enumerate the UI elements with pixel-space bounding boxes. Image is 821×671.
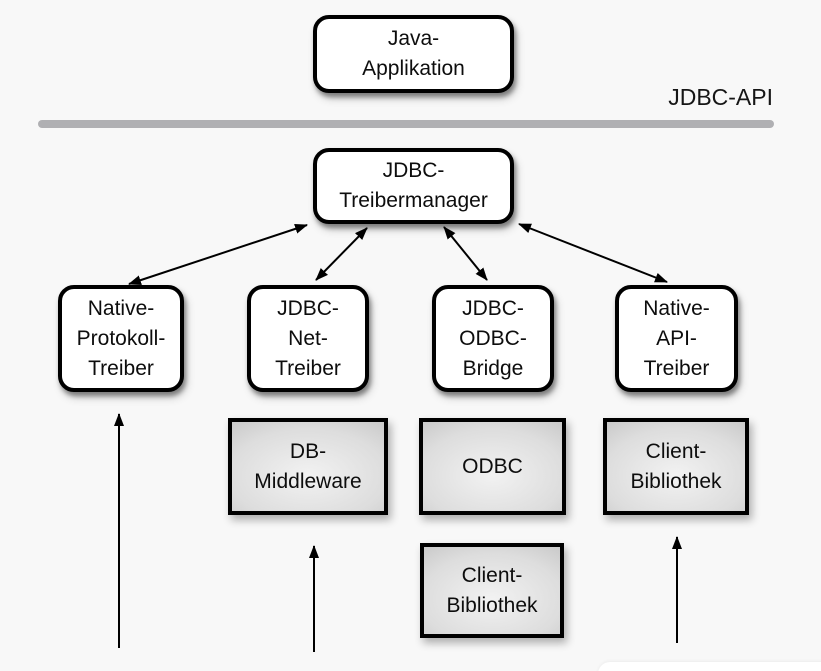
partial-box-bottom-right <box>598 662 821 671</box>
node-label-line: Treiber <box>88 356 154 380</box>
node-label-line: API- <box>656 326 697 350</box>
node-db-middleware: DB- Middleware <box>228 418 388 515</box>
node-label-line: JDBC- <box>462 296 524 320</box>
node-label-line: Client- <box>461 563 523 587</box>
arrow-treibermanager-native-api <box>518 223 668 283</box>
node-label-line: Java- <box>387 27 440 50</box>
node-label-line: ODBC- <box>459 326 527 350</box>
node-jdbc-net-treiber: JDBC- Net- Treiber <box>247 285 369 392</box>
node-label-line: JDBC- <box>277 296 339 320</box>
node-label-line: Bridge <box>462 356 524 380</box>
node-native-api-treiber: Native- API- Treiber <box>615 285 738 392</box>
node-label-line: Protokoll- <box>76 326 166 350</box>
node-label-line: Net- <box>288 326 328 350</box>
jdbc-api-label: JDBC-API <box>668 84 773 110</box>
node-label-line: JDBC- <box>382 159 445 182</box>
node-native-protokoll-treiber: Native- Protokoll- Treiber <box>58 285 184 392</box>
arrow-treibermanager-native-protokoll <box>128 224 308 285</box>
node-label-line: Bibliothek <box>630 469 722 493</box>
node-label-line: Bibliothek <box>446 593 538 617</box>
arrow-treibermanager-odbc-bridge <box>443 226 488 281</box>
node-label-line: Native- <box>87 296 155 320</box>
node-label-line: DB- <box>289 439 327 463</box>
jdbc-api-divider-line <box>38 120 774 128</box>
node-java-applikation: Java- Applikation <box>313 15 514 93</box>
node-label-line: Middleware <box>254 469 362 493</box>
node-label-line: Treiber <box>275 356 341 380</box>
node-client-bibliothek-unten: Client- Bibliothek <box>420 543 564 638</box>
node-label-line: Native- <box>643 296 710 320</box>
node-jdbc-treibermanager: JDBC- Treibermanager <box>313 148 514 224</box>
node-label-line: ODBC <box>462 454 523 478</box>
node-label-line: Treibermanager <box>339 189 488 212</box>
node-label-line: Treiber <box>643 356 710 380</box>
arrow-treibermanager-net-treiber <box>315 227 368 281</box>
node-client-bibliothek-rechts: Client- Bibliothek <box>603 418 749 515</box>
node-label-line: Client- <box>645 439 707 463</box>
node-jdbc-odbc-bridge: JDBC- ODBC- Bridge <box>432 285 554 392</box>
node-odbc: ODBC <box>419 418 566 515</box>
node-label-line: Applikation <box>362 57 465 80</box>
